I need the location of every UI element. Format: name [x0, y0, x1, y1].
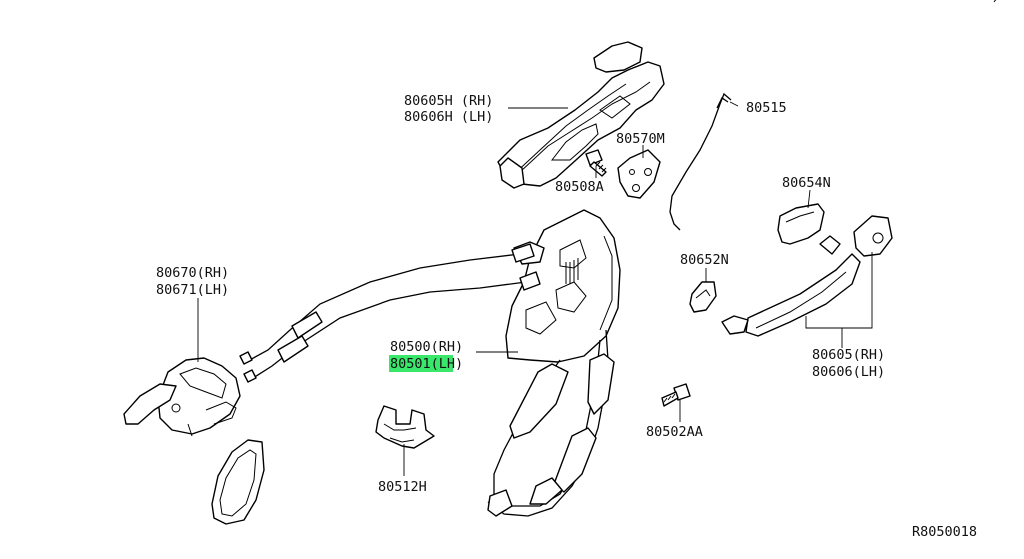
label-80508a[interactable]: 80508A	[555, 179, 604, 195]
label-80501[interactable]: 80501(LH)	[390, 356, 463, 372]
cable-sleeves	[487, 353, 615, 517]
inside-handle-cables	[239, 243, 541, 383]
label-80512h[interactable]: 80512H	[378, 479, 427, 495]
inside-lever-80670[interactable]	[123, 357, 241, 437]
label-80670[interactable]: 80670(RH)	[156, 265, 229, 281]
diagram-reference: R8050018	[912, 524, 977, 540]
corner-mark	[993, 0, 997, 3]
highlight-80501	[389, 355, 453, 372]
label-80605h[interactable]: 80605H (RH)	[404, 93, 493, 109]
door-lock-80500[interactable]	[505, 209, 621, 363]
label-80654n[interactable]: 80654N	[782, 175, 831, 191]
rod-80515[interactable]	[669, 92, 732, 231]
clip-80512h[interactable]	[375, 405, 435, 449]
bracket-80570m[interactable]	[617, 149, 661, 199]
outside-handle-80605[interactable]	[721, 215, 893, 337]
leader-lines	[197, 101, 873, 476]
label-80515[interactable]: 80515	[746, 100, 787, 116]
label-80606[interactable]: 80606(LH)	[812, 364, 885, 380]
label-80671[interactable]: 80671(LH)	[156, 282, 229, 298]
label-80500[interactable]: 80500(RH)	[390, 339, 463, 355]
label-80606h[interactable]: 80606H (LH)	[404, 109, 493, 125]
clip-80652n[interactable]	[689, 281, 717, 313]
inside-handle-80605h[interactable]	[497, 41, 665, 189]
escutcheon-trim	[211, 439, 265, 525]
part-labels: 80605H (RH) 80606H (LH) 80515 80570M 805…	[156, 93, 977, 540]
label-80570m[interactable]: 80570M	[616, 131, 665, 147]
bolt-80502aa[interactable]	[661, 383, 691, 407]
cap-80654n[interactable]	[777, 203, 825, 245]
screw-80508a[interactable]	[585, 149, 607, 177]
label-80652n[interactable]: 80652N	[680, 252, 729, 268]
label-80605[interactable]: 80605(RH)	[812, 347, 885, 363]
label-80502aa[interactable]: 80502AA	[646, 424, 703, 440]
